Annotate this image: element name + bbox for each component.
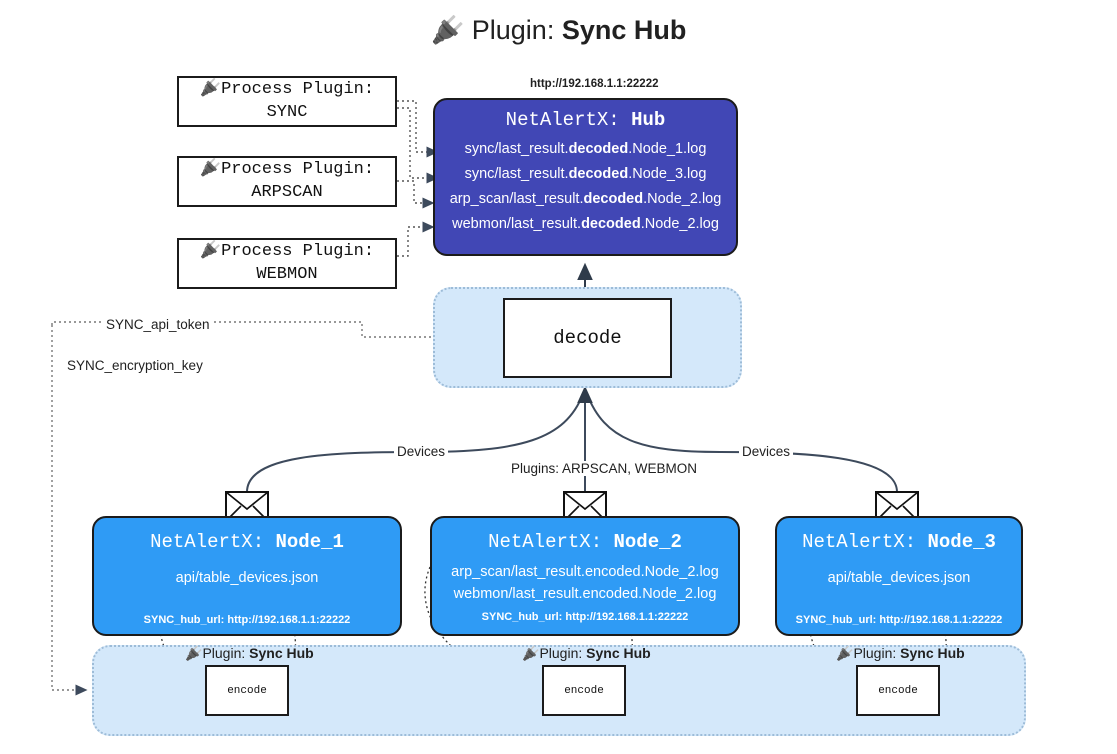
node-2-url: SYNC_hub_url: http://192.168.1.1:22222: [481, 611, 689, 623]
process-plugin-webmon[interactable]: 🔌Process Plugin: WEBMON: [177, 238, 397, 289]
edge-sync-to-hub: [397, 100, 439, 158]
node-box-node-1[interactable]: NetAlertX: Node_1 api/table_devices.json…: [92, 516, 402, 636]
label-sync-api-token: SYNC_api_token: [103, 317, 213, 332]
node-1-line: api/table_devices.json: [175, 570, 319, 586]
label-devices-left: Devices: [394, 444, 449, 459]
plug-icon: 🔌: [185, 645, 203, 661]
plug-icon: 🔌: [836, 645, 854, 661]
process-plugin-sync[interactable]: 🔌Process Plugin: SYNC: [177, 76, 397, 127]
encode-box-3[interactable]: encode: [856, 665, 940, 716]
node-3-line: api/table_devices.json: [827, 570, 971, 586]
node-2-line: arp_scan/last_result.encoded.Node_2.log: [451, 564, 719, 580]
page-title: 🔌 Plugin: Sync Hub: [0, 14, 1117, 46]
page-title-prefix: Plugin:: [471, 15, 562, 45]
encode-2-caption: 🔌Plugin: Sync Hub: [522, 645, 651, 661]
node-3-title: NetAlertX: Node_3: [802, 531, 996, 553]
node-1-title: NetAlertX: Node_1: [150, 531, 344, 553]
hub-log-line: arp_scan/last_result.decoded.Node_2.log: [449, 190, 722, 207]
edge-node3-devices: [586, 393, 898, 493]
hub-log-line: sync/last_result.decoded.Node_3.log: [464, 165, 707, 182]
edge-webmon-to-hub: [397, 221, 435, 257]
encode-1-caption: 🔌Plugin: Sync Hub: [185, 645, 314, 661]
plug-icon: 🔌: [522, 645, 540, 661]
hub-log-line: webmon/last_result.decoded.Node_2.log: [452, 215, 719, 232]
edge-node1-to-encode: [158, 569, 202, 689]
label-devices-right: Devices: [739, 444, 794, 459]
edge-api-token: [51, 321, 500, 343]
process-plugin-sync-line1: 🔌Process Plugin:: [200, 79, 374, 102]
label-plugins-center: Plugins: ARPSCAN, WEBMON: [508, 461, 701, 476]
label-sync-encryption-key: SYNC_encryption_key: [64, 358, 206, 373]
decode-box[interactable]: decode: [503, 298, 672, 378]
node-2-title: NetAlertX: Node_2: [488, 531, 682, 553]
node-box-node-3[interactable]: NetAlertX: Node_3 api/table_devices.json…: [775, 516, 1023, 636]
process-plugin-webmon-line2: WEBMON: [256, 264, 318, 284]
node-box-node-2[interactable]: NetAlertX: Node_2 arp_scan/last_result.e…: [430, 516, 740, 636]
process-plugin-arpscan-line1: 🔌Process Plugin:: [200, 159, 374, 182]
page-title-name: Sync Hub: [561, 15, 687, 45]
node-2-line: webmon/last_result.encoded.Node_2.log: [453, 586, 717, 602]
hub-log-line: sync/last_result.decoded.Node_1.log: [464, 141, 707, 157]
process-plugin-webmon-line1: 🔌Process Plugin:: [200, 241, 374, 264]
hub-url-label: http://192.168.1.1:22222: [530, 78, 659, 90]
hub-box[interactable]: NetAlertX: Hub sync/last_result.decoded.…: [433, 98, 738, 256]
node-3-url: SYNC_hub_url: http://192.168.1.1:22222: [795, 614, 1003, 626]
process-plugin-arpscan-line2: ARPSCAN: [251, 182, 323, 202]
encode-box-1[interactable]: encode: [205, 665, 289, 716]
process-plugin-arpscan[interactable]: 🔌Process Plugin: ARPSCAN: [177, 156, 397, 207]
edge-encryption-key: [51, 325, 88, 696]
encode-3-caption: 🔌Plugin: Sync Hub: [836, 645, 965, 661]
process-plugin-sync-line2: SYNC: [266, 102, 308, 122]
node-1-url: SYNC_hub_url: http://192.168.1.1:22222: [143, 614, 351, 626]
edge-sync-to-hub-2: [397, 107, 439, 184]
encode-box-2[interactable]: encode: [542, 665, 626, 716]
hub-title: NetAlertX: Hub: [505, 109, 666, 131]
